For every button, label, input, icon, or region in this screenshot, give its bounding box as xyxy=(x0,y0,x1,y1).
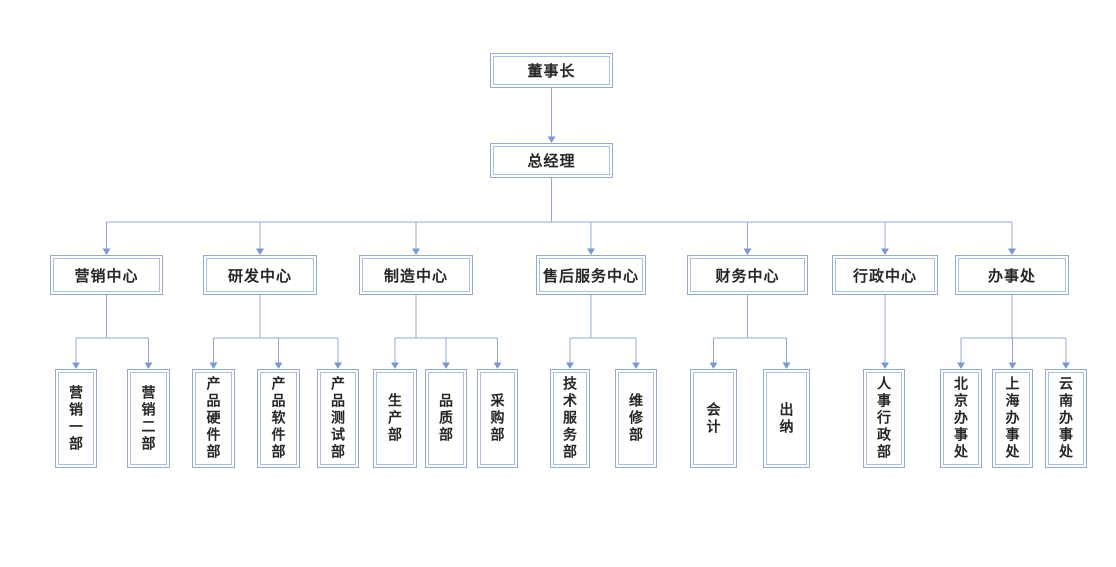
arrowhead-icon xyxy=(782,362,791,369)
node-marketing-dept-2-label: 营销二部 xyxy=(130,372,167,465)
arrowhead-icon xyxy=(1008,362,1017,369)
arrowhead-icon xyxy=(743,248,752,255)
arrowhead-icon xyxy=(144,362,153,369)
arrowhead-icon xyxy=(72,362,80,369)
connector-after-sales-bus xyxy=(569,295,637,363)
node-product-hardware-dept: 产品硬件部 xyxy=(192,369,235,468)
arrowhead-icon xyxy=(547,136,556,143)
node-marketing-dept-1-label: 营销一部 xyxy=(58,372,94,465)
node-yunnan-office-label: 云南办事处 xyxy=(1048,372,1084,465)
connector-offices-bus xyxy=(960,295,1067,363)
arrowhead-icon xyxy=(1008,248,1016,255)
node-maintenance-dept-label: 维修部 xyxy=(618,372,654,465)
arrowhead-icon xyxy=(442,362,450,369)
node-manufacturing-center: 制造中心 xyxy=(359,255,473,295)
arrowhead-icon xyxy=(632,362,640,369)
node-marketing-center-label: 营销中心 xyxy=(53,258,160,292)
node-after-sales-center-label: 售后服务中心 xyxy=(539,258,643,292)
node-procurement-dept: 采购部 xyxy=(477,369,518,468)
node-quality-dept-label: 品质部 xyxy=(428,372,464,465)
node-manufacturing-center-label: 制造中心 xyxy=(362,258,470,292)
node-hr-admin-dept: 人事行政部 xyxy=(863,369,905,468)
connector-manufacturing-bus xyxy=(394,295,498,363)
arrowhead-icon xyxy=(391,362,399,369)
node-product-software-dept: 产品软件部 xyxy=(257,369,300,468)
node-after-sales-center: 售后服务中心 xyxy=(536,255,646,295)
arrowhead-icon xyxy=(566,362,574,369)
node-offices-label: 办事处 xyxy=(958,258,1066,292)
node-production-dept-label: 生产部 xyxy=(376,372,414,465)
arrowhead-icon xyxy=(957,362,965,369)
node-rd-center: 研发中心 xyxy=(203,255,317,295)
arrowhead-icon xyxy=(881,362,889,369)
node-cashier-label: 出纳 xyxy=(766,372,807,465)
node-chairman-label: 董事长 xyxy=(493,56,610,85)
node-beijing-office-label: 北京办事处 xyxy=(943,372,979,465)
arrowhead-icon xyxy=(412,248,420,255)
arrowheads xyxy=(72,136,1070,369)
node-finance-center-label: 财务中心 xyxy=(690,258,805,292)
connector-rd-bus xyxy=(213,295,339,363)
arrowhead-icon xyxy=(334,362,342,369)
node-rd-center-label: 研发中心 xyxy=(206,258,314,292)
node-offices: 办事处 xyxy=(955,255,1069,295)
node-marketing-center: 营销中心 xyxy=(50,255,163,295)
node-chairman: 董事长 xyxy=(490,53,613,88)
node-shanghai-office-label: 上海办事处 xyxy=(995,372,1030,465)
connector-manager-to-centers-bus xyxy=(106,178,1013,249)
connector-marketing-bus xyxy=(75,295,149,363)
node-general-manager-label: 总经理 xyxy=(493,146,610,175)
node-shanghai-office: 上海办事处 xyxy=(992,369,1033,468)
node-general-manager: 总经理 xyxy=(490,143,613,178)
arrowhead-icon xyxy=(256,248,264,255)
node-production-dept: 生产部 xyxy=(373,369,417,468)
node-quality-dept: 品质部 xyxy=(425,369,467,468)
node-product-testing-dept-label: 产品测试部 xyxy=(320,372,356,465)
arrowhead-icon xyxy=(209,362,218,369)
node-product-hardware-dept-label: 产品硬件部 xyxy=(195,372,232,465)
arrowhead-icon xyxy=(493,362,502,369)
node-marketing-dept-2: 营销二部 xyxy=(127,369,170,468)
node-maintenance-dept: 维修部 xyxy=(615,369,657,468)
arrowhead-icon xyxy=(1062,362,1070,369)
node-tech-service-dept-label: 技术服务部 xyxy=(553,372,587,465)
node-admin-center: 行政中心 xyxy=(832,255,938,295)
connector-paths xyxy=(75,88,1067,363)
node-finance-center: 财务中心 xyxy=(687,255,808,295)
node-procurement-dept-label: 采购部 xyxy=(480,372,515,465)
connector-finance-bus xyxy=(713,295,787,363)
node-marketing-dept-1: 营销一部 xyxy=(55,369,97,468)
arrowhead-icon xyxy=(709,362,718,369)
node-admin-center-label: 行政中心 xyxy=(835,258,935,292)
node-product-testing-dept: 产品测试部 xyxy=(317,369,359,468)
node-accounting: 会计 xyxy=(690,369,737,468)
node-product-software-dept-label: 产品软件部 xyxy=(260,372,297,465)
arrowhead-icon xyxy=(881,248,889,255)
arrowhead-icon xyxy=(274,362,283,369)
arrowhead-icon xyxy=(587,248,595,255)
node-hr-admin-dept-label: 人事行政部 xyxy=(866,372,902,465)
node-accounting-label: 会计 xyxy=(693,372,734,465)
arrowhead-icon xyxy=(102,248,111,255)
node-tech-service-dept: 技术服务部 xyxy=(550,369,590,468)
node-beijing-office: 北京办事处 xyxy=(940,369,982,468)
node-yunnan-office: 云南办事处 xyxy=(1045,369,1087,468)
node-cashier: 出纳 xyxy=(763,369,810,468)
